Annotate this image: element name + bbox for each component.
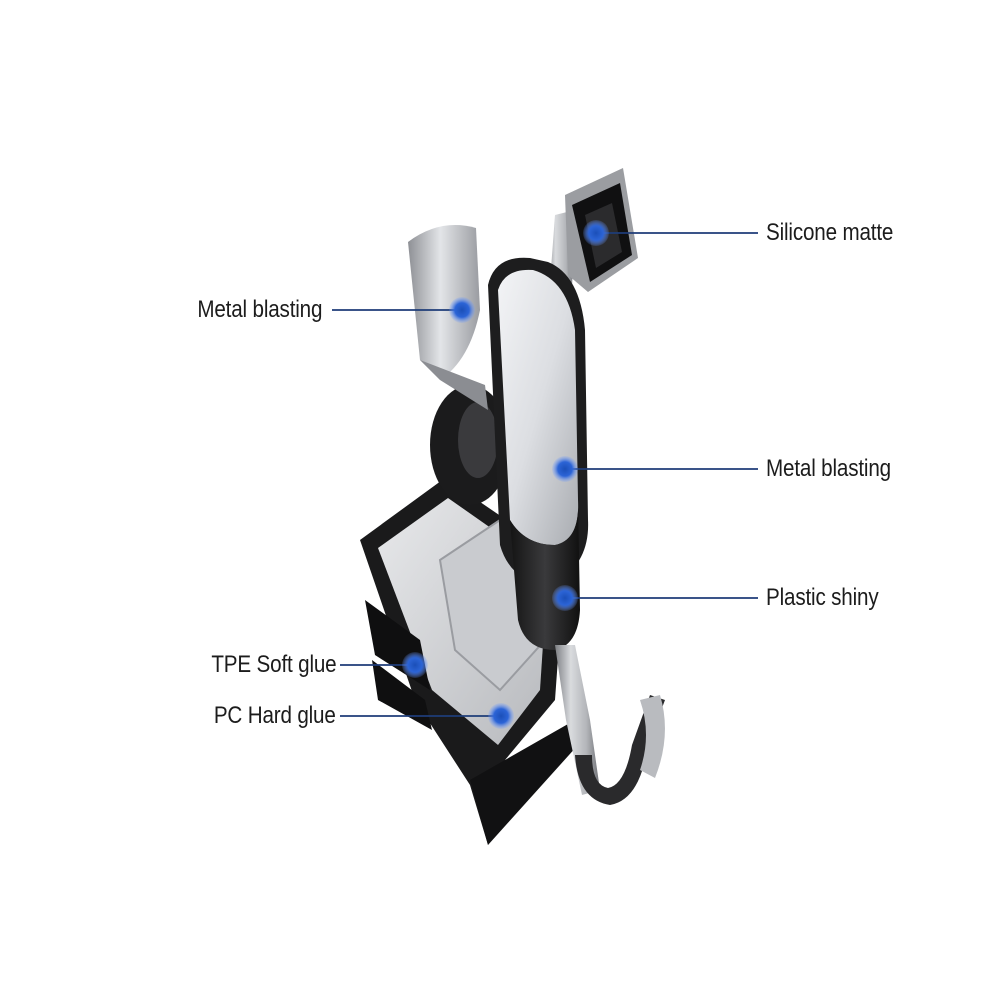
marker-plastic-shiny bbox=[552, 585, 578, 611]
label-metal-blasting-center: Metal blasting bbox=[766, 455, 891, 482]
main-back-plate-face bbox=[498, 269, 579, 545]
metal-clamp-left bbox=[408, 225, 480, 380]
marker-metal-blasting-top bbox=[449, 297, 475, 323]
car-phone-holder-illustration bbox=[360, 168, 665, 845]
vent-clip-rails bbox=[470, 720, 578, 845]
leader-lines bbox=[332, 232, 758, 717]
label-metal-blasting-top: Metal blasting bbox=[197, 296, 322, 323]
bottom-hook bbox=[575, 695, 665, 805]
marker-metal-blasting-center bbox=[552, 456, 578, 482]
label-pc-hard-glue: PC Hard glue bbox=[214, 702, 336, 729]
label-tpe-soft-glue: TPE Soft glue bbox=[210, 651, 336, 678]
marker-silicone-matte bbox=[583, 220, 609, 246]
marker-tpe-soft-glue bbox=[402, 652, 428, 678]
marker-pc-hard-glue bbox=[488, 703, 514, 729]
callout-markers bbox=[402, 220, 609, 729]
label-silicone-matte: Silicone matte bbox=[766, 219, 894, 246]
plastic-shiny-section bbox=[510, 500, 580, 650]
label-plastic-shiny: Plastic shiny bbox=[766, 584, 879, 611]
